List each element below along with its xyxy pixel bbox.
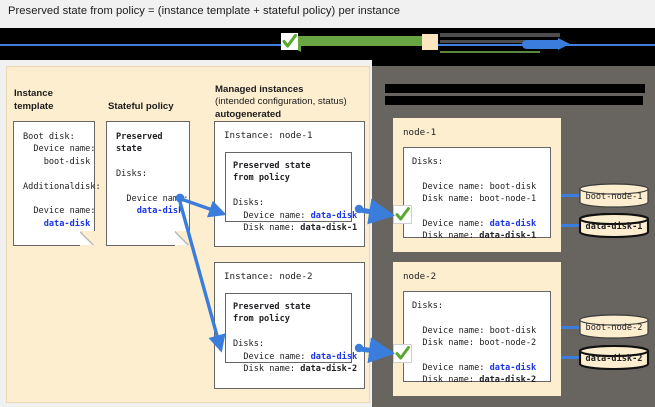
disk-cylinder-data-disk-2: data-disk-2 <box>578 345 650 370</box>
disk-cylinder-label: boot-node-1 <box>585 192 643 202</box>
page-title: Preserved state from policy = (instance … <box>8 5 401 17</box>
right-panel-top-edge <box>372 60 655 66</box>
disk-cylinder-label: data-disk-2 <box>585 354 643 364</box>
managed-instance-node-2-title: Instance: node-2 <box>224 271 313 282</box>
node-1-panel: node-1 Disks: Device name: boot-disk Dis… <box>393 118 561 252</box>
legend-blue-arrow-body <box>522 40 562 49</box>
node-1-disks-box: Disks: Device name: boot-disk Disk name:… <box>403 147 551 241</box>
legend-blue-arrow-icon <box>558 38 570 50</box>
managed-instance-node-1-preserved-state: Preserved state from policy Disks: Devic… <box>225 152 357 233</box>
redacted-heading-1 <box>385 84 645 93</box>
managed-instance-node-1: Instance: node-1 Preserved state from po… <box>214 121 365 247</box>
disk-cylinder-label: boot-node-2 <box>585 323 643 333</box>
connector-node1-boot <box>561 194 579 197</box>
heading-stateful-policy: Stateful policy <box>108 101 174 112</box>
heading-managed-instances-autogenerated: autogenerated <box>215 109 282 120</box>
managed-instance-node-2: Instance: node-2 Preserved state from po… <box>214 262 365 389</box>
status-check-node-2-icon <box>393 344 412 363</box>
legend-tan-swatch <box>422 34 438 50</box>
disk-cylinder-label: data-disk-1 <box>585 222 643 232</box>
heading-instance-template: Instance template <box>14 88 54 112</box>
legend-green-bar <box>296 36 422 43</box>
disk-cylinder-data-disk-1: data-disk-1 <box>578 213 650 238</box>
legend-green-check-icon <box>281 33 298 50</box>
node-2-title: node-2 <box>403 271 437 282</box>
disk-cylinder-boot-node-2: boot-node-2 <box>578 314 650 339</box>
node-2-panel: node-2 Disks: Device name: boot-disk Dis… <box>393 262 561 396</box>
heading-managed-instances-sub: (intended configuration, status) <box>215 96 347 107</box>
connector-node2-boot <box>561 326 579 329</box>
node-2-disks-box: Disks: Device name: boot-disk Disk name:… <box>403 291 551 385</box>
managed-instance-node-2-preserved-state: Preserved state from policy Disks: Devic… <box>225 293 357 374</box>
status-check-node-1-icon <box>393 205 412 224</box>
instance-template-card: Boot disk: Device name: boot-disk Additi… <box>13 121 101 246</box>
node-1-title: node-1 <box>403 127 437 138</box>
stateful-policy-card: Preserved state Disks: Device name: data… <box>106 121 190 246</box>
heading-managed-instances: Managed instances <box>215 84 304 95</box>
legend-green-rule <box>440 51 540 53</box>
card-fold-corner <box>175 231 190 246</box>
managed-instance-node-1-title: Instance: node-1 <box>224 130 313 141</box>
redacted-heading-2 <box>385 96 643 105</box>
connector-node1-data <box>561 224 579 227</box>
legend-green-bar-thin <box>296 43 422 46</box>
instance-template-card-body: Boot disk: Device name: boot-disk Additi… <box>23 132 101 229</box>
connector-node2-data <box>561 356 579 359</box>
legend-gray-bar-2 <box>440 40 540 43</box>
legend-gray-bar-1 <box>440 33 560 37</box>
stateful-policy-card-body: Preserved state Disks: Device name: data… <box>116 132 189 217</box>
disk-cylinder-boot-node-1: boot-node-1 <box>578 183 650 208</box>
card-fold-corner <box>80 231 95 246</box>
